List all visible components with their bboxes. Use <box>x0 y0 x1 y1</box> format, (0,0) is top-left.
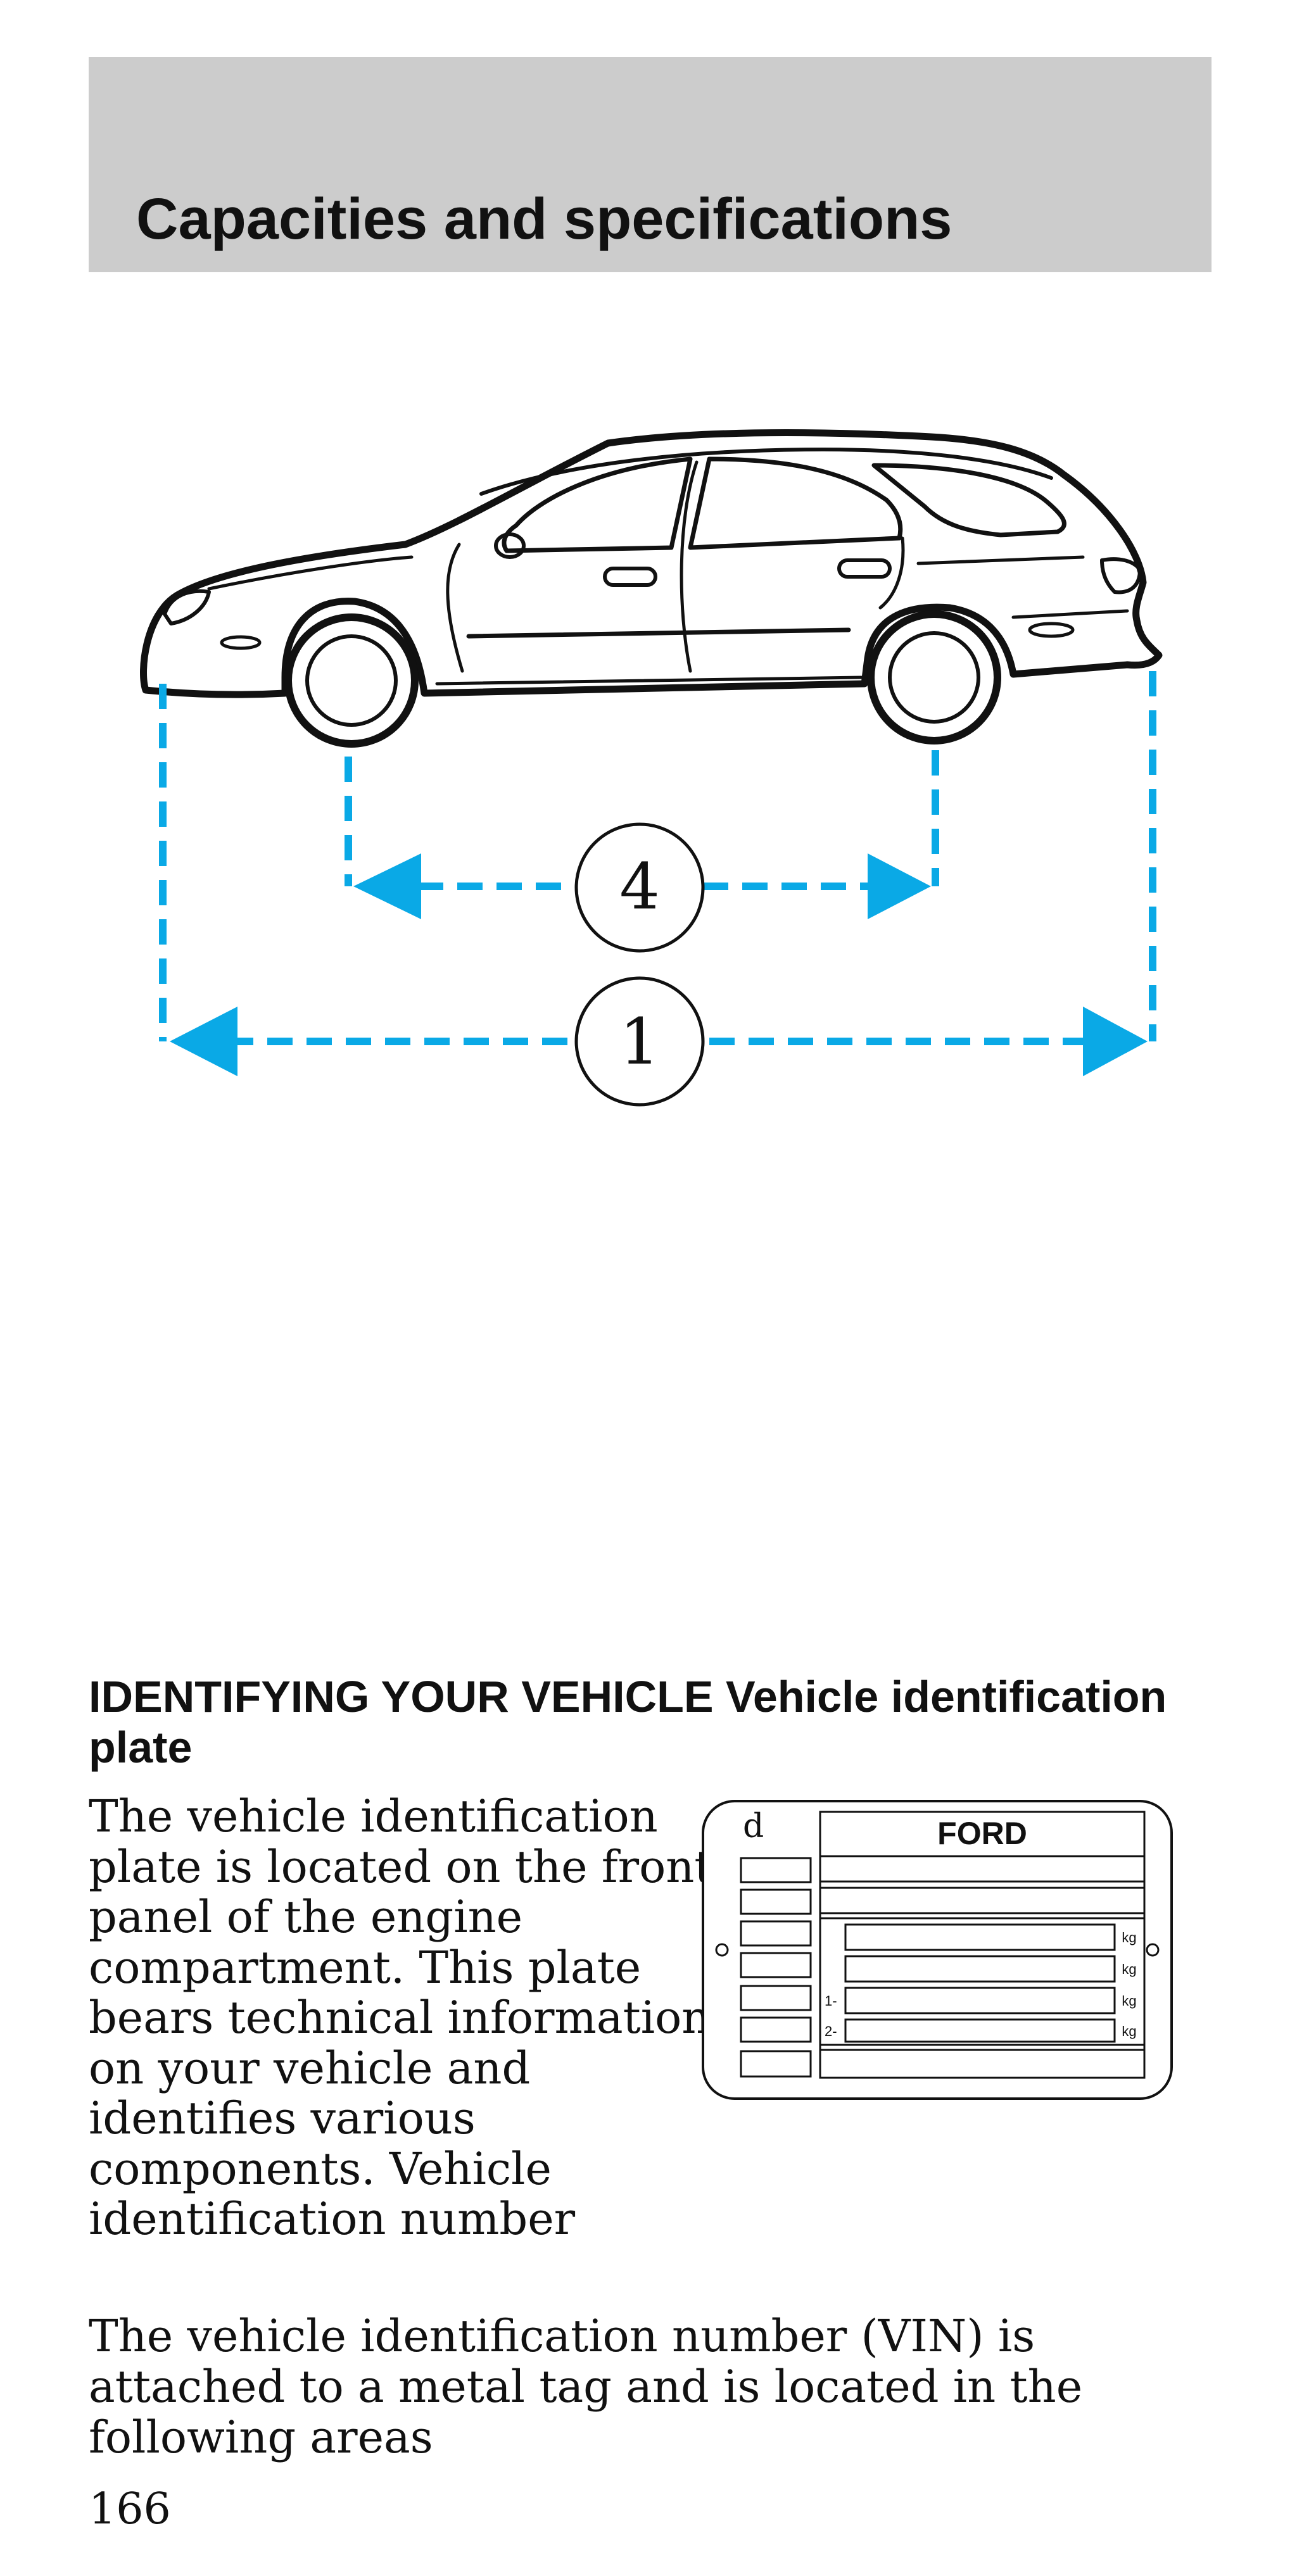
wheelbase-arrow-left <box>353 853 421 919</box>
front-wheel <box>284 613 419 748</box>
wheelbase-callout: 4 <box>574 822 705 953</box>
identification-plate-diagram: d FORD kg kg kg kg 1- 2- <box>702 1800 1173 2100</box>
door-divider <box>680 460 699 673</box>
plate-axle-label-2: 2- <box>825 2023 837 2039</box>
side-mirror <box>494 532 526 559</box>
rear-side-crease <box>916 555 1085 565</box>
overall-length-arrow-right <box>1083 1007 1148 1076</box>
car-side-view <box>140 429 1163 748</box>
wheelbase-dimension <box>345 750 939 890</box>
plate-brand: FORD <box>937 1816 1027 1851</box>
front-door-edge <box>446 543 464 673</box>
rear-bumper-line <box>1011 609 1129 619</box>
overall-length-dimension <box>159 671 1156 1045</box>
plate-axle-label-1: 1- <box>825 1993 837 2009</box>
rear-marker-light <box>1028 622 1075 638</box>
plate-corner-mark: d <box>743 1807 764 1845</box>
plate-left-fields <box>740 1857 812 2078</box>
plate-unit-4: kg <box>1122 2023 1136 2039</box>
wheelbase-arrow-right <box>868 853 931 919</box>
overall-length-callout-label: 1 <box>619 1005 660 1079</box>
page-title: Capacities and specifications <box>136 187 952 251</box>
page-number: 166 <box>89 2484 171 2534</box>
rear-door-edge <box>878 536 905 610</box>
plate-unit-2: kg <box>1122 1961 1136 1977</box>
vin-location-paragraph: The vehicle identification number (VIN) … <box>89 2310 1083 2463</box>
vehicle-dimension-diagram: 4 1 <box>140 429 1163 1107</box>
hood-line <box>207 555 414 591</box>
roof-rail <box>479 448 1053 496</box>
front-marker-light <box>220 635 262 650</box>
wheelbase-callout-label: 4 <box>619 850 660 924</box>
section-heading: IDENTIFYING YOUR VEHICLE Vehicle identif… <box>89 1672 1167 1772</box>
plate-unit-1: kg <box>1122 1930 1136 1945</box>
rear-quarter-window <box>871 463 1066 537</box>
plate-location-paragraph: The vehicle identification plate is loca… <box>89 1790 712 2245</box>
plate-rivet-right <box>1146 1943 1160 1957</box>
car-body-outline <box>140 429 1163 698</box>
rear-door-window <box>688 456 903 550</box>
rocker-line <box>435 675 863 686</box>
overall-length-arrow-left <box>170 1007 237 1076</box>
front-door-handle <box>603 567 657 587</box>
header-band <box>89 57 1212 272</box>
front-window <box>502 456 693 553</box>
plate-right-fields <box>819 1811 1146 2079</box>
rear-door-handle <box>837 558 892 579</box>
headlight <box>163 589 211 625</box>
plate-unit-3: kg <box>1122 1993 1136 2009</box>
body-side-molding <box>466 627 851 639</box>
tail-light <box>1100 557 1142 594</box>
plate-rivet-left <box>715 1943 729 1957</box>
overall-length-callout: 1 <box>574 976 705 1107</box>
rear-wheel <box>867 610 1001 745</box>
